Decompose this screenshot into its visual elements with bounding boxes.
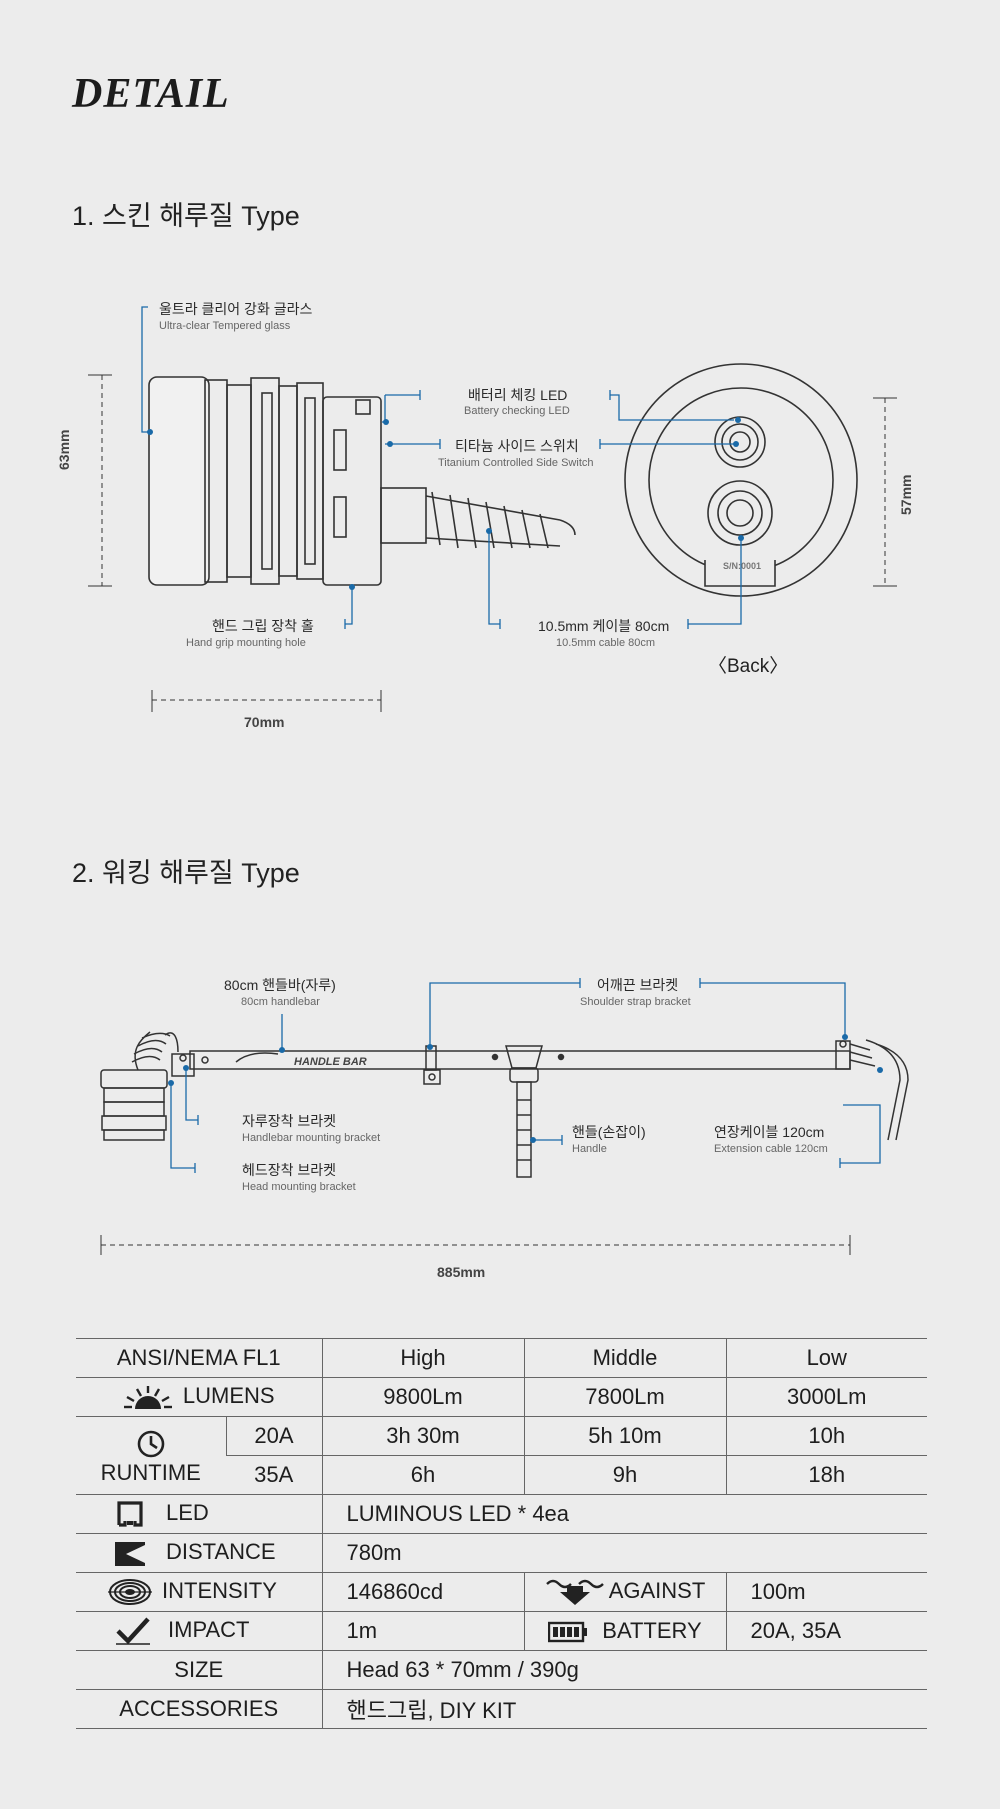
grip-hole-label-en: Hand grip mounting hole: [186, 637, 306, 649]
clock-icon: [137, 1430, 165, 1457]
spec-header-label: ANSI/NEMA FL1: [76, 1338, 322, 1378]
handlebar-label: 80cm 핸들바(자루): [224, 977, 336, 993]
back-diameter-dimension: 57mm: [898, 474, 914, 515]
intensity-label: INTENSITY: [162, 1577, 277, 1603]
runtime-battery-35a: 35A: [226, 1455, 322, 1495]
handlebar-bracket-label-en: Handlebar mounting bracket: [242, 1132, 381, 1144]
size-label: SIZE: [76, 1650, 322, 1690]
section2-heading: 2. 워킹 해루질 Type: [72, 858, 300, 888]
back-label: 〈Back〉: [708, 656, 789, 677]
table-row: IMPACT 1m BATTERY 20A, 35A: [76, 1611, 927, 1651]
table-row: LED LUMINOUS LED * 4ea: [76, 1494, 927, 1534]
lumens-low: 3000Lm: [725, 1377, 927, 1417]
intensity-value: 146860cd: [321, 1572, 524, 1612]
led-chip-icon: [117, 1501, 143, 1527]
cable-label-en: 10.5mm cable 80cm: [556, 637, 656, 649]
accessories-value: 핸드그립, DIY KIT: [321, 1689, 927, 1729]
against-value: 100m: [725, 1572, 927, 1612]
total-length-dimension: 885mm: [437, 1264, 486, 1280]
battery-led-label: 배터리 체킹 LED: [468, 387, 568, 403]
sunburst-icon: [123, 1385, 172, 1409]
table-row: ACCESSORIES 핸드그립, DIY KIT: [76, 1689, 927, 1729]
serial-number: S/N:0001: [723, 561, 762, 571]
page-title: DETAIL: [72, 71, 230, 117]
head-bracket-label: 헤드장착 브라켓: [242, 1162, 337, 1178]
skin-type-diagram: [88, 306, 897, 712]
extension-cable-label-en: Extension cable 120cm: [714, 1143, 828, 1155]
battery-led-label-en: Battery checking LED: [464, 405, 570, 417]
extension-cable-label: 연장케이블 120cm: [714, 1124, 825, 1140]
length-dimension: 70mm: [244, 714, 285, 730]
water-resistance-icon: [545, 1579, 604, 1606]
runtime-20a-high: 3h 30m: [321, 1416, 524, 1456]
spec-header-middle: Middle: [523, 1338, 726, 1378]
head-bracket-label-en: Head mounting bracket: [242, 1181, 356, 1193]
glass-label: 울트라 클리어 강화 글라스: [159, 301, 313, 317]
runtime-35a-low: 18h: [725, 1455, 927, 1495]
table-row: ANSI/NEMA FL1 High Middle Low: [76, 1338, 927, 1378]
battery-value: 20A, 35A: [725, 1611, 927, 1651]
glass-label-en: Ultra-clear Tempered glass: [159, 320, 291, 332]
side-switch-label-en: Titanium Controlled Side Switch: [438, 457, 594, 469]
against-label: AGAINST: [608, 1577, 706, 1603]
walking-type-diagram: HANDLE BAR: [100, 978, 909, 1255]
runtime-20a-middle: 5h 10m: [523, 1416, 726, 1456]
table-row: LUMENS 9800Lm 7800Lm 3000Lm: [76, 1377, 927, 1417]
table-row: DISTANCE 780m: [76, 1533, 927, 1573]
lumens-label: LUMENS: [182, 1383, 275, 1409]
lumens-middle: 7800Lm: [523, 1377, 726, 1417]
impact-check-icon: [116, 1617, 150, 1645]
led-label: LED: [166, 1499, 209, 1525]
cable-label: 10.5mm 케이블 80cm: [538, 618, 670, 634]
beam-distance-icon: [115, 1541, 145, 1566]
battery-icon: [548, 1621, 588, 1643]
spec-header-low: Low: [725, 1338, 927, 1378]
accessories-label: ACCESSORIES: [76, 1689, 322, 1729]
battery-label: BATTERY: [602, 1618, 702, 1643]
intensity-target-icon: [108, 1579, 152, 1606]
runtime-20a-low: 10h: [725, 1416, 927, 1456]
spec-table: ANSI/NEMA FL1 High Middle Low LUMENS 980…: [76, 1338, 927, 1729]
table-row: INTENSITY 146860cd AGAINST 100m: [76, 1572, 927, 1612]
table-row: RUNTIME 20A 3h 30m 5h 10m 10h: [76, 1416, 927, 1495]
led-value: LUMINOUS LED * 4ea: [321, 1494, 927, 1534]
table-row: SIZE Head 63 * 70mm / 390g: [76, 1650, 927, 1690]
size-value: Head 63 * 70mm / 390g: [321, 1650, 927, 1690]
shoulder-bracket-label: 어깨끈 브라켓: [597, 977, 679, 993]
handle-label-en: Handle: [572, 1143, 607, 1155]
distance-value: 780m: [321, 1533, 927, 1573]
handlebar-bracket-label: 자루장착 브라켓: [242, 1113, 337, 1129]
bar-text: HANDLE BAR: [294, 1056, 367, 1068]
shoulder-bracket-label-en: Shoulder strap bracket: [580, 996, 691, 1008]
spec-header-high: High: [321, 1338, 524, 1378]
handle-label: 핸들(손잡이): [572, 1124, 646, 1140]
distance-label: DISTANCE: [166, 1539, 276, 1565]
runtime-35a-high: 6h: [321, 1455, 524, 1495]
runtime-label: RUNTIME: [100, 1459, 201, 1485]
section1-heading: 1. 스킨 해루질 Type: [72, 201, 300, 231]
runtime-35a-middle: 9h: [523, 1455, 726, 1495]
height-dimension: 63mm: [56, 429, 72, 470]
runtime-battery-20a: 20A: [225, 1416, 322, 1456]
handlebar-label-en: 80cm handlebar: [241, 996, 320, 1008]
side-switch-label: 티타늄 사이드 스위치: [455, 438, 579, 454]
lumens-high: 9800Lm: [321, 1377, 524, 1417]
impact-label: IMPACT: [168, 1616, 250, 1642]
grip-hole-label: 핸드 그립 장착 홀: [212, 618, 314, 634]
impact-value: 1m: [321, 1611, 524, 1651]
